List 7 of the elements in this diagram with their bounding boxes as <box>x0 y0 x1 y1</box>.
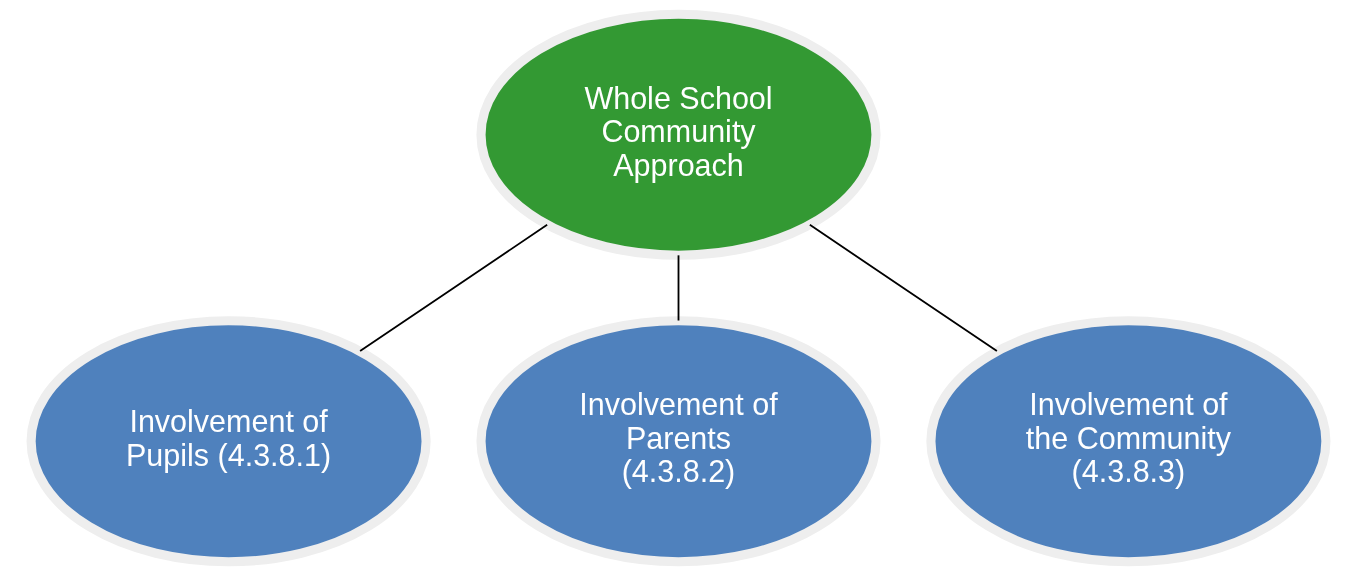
connector <box>359 223 549 352</box>
connector <box>677 254 680 322</box>
node-ellipse: Involvement of the Community (4.3.8.3) <box>926 316 1331 567</box>
node-ellipse: Whole School Community Approach <box>476 9 881 260</box>
node-ellipse: Involvement of Pupils (4.3.8.1) <box>26 316 431 567</box>
connector <box>808 223 998 352</box>
node-ellipse: Involvement of Parents (4.3.8.2) <box>476 316 881 567</box>
